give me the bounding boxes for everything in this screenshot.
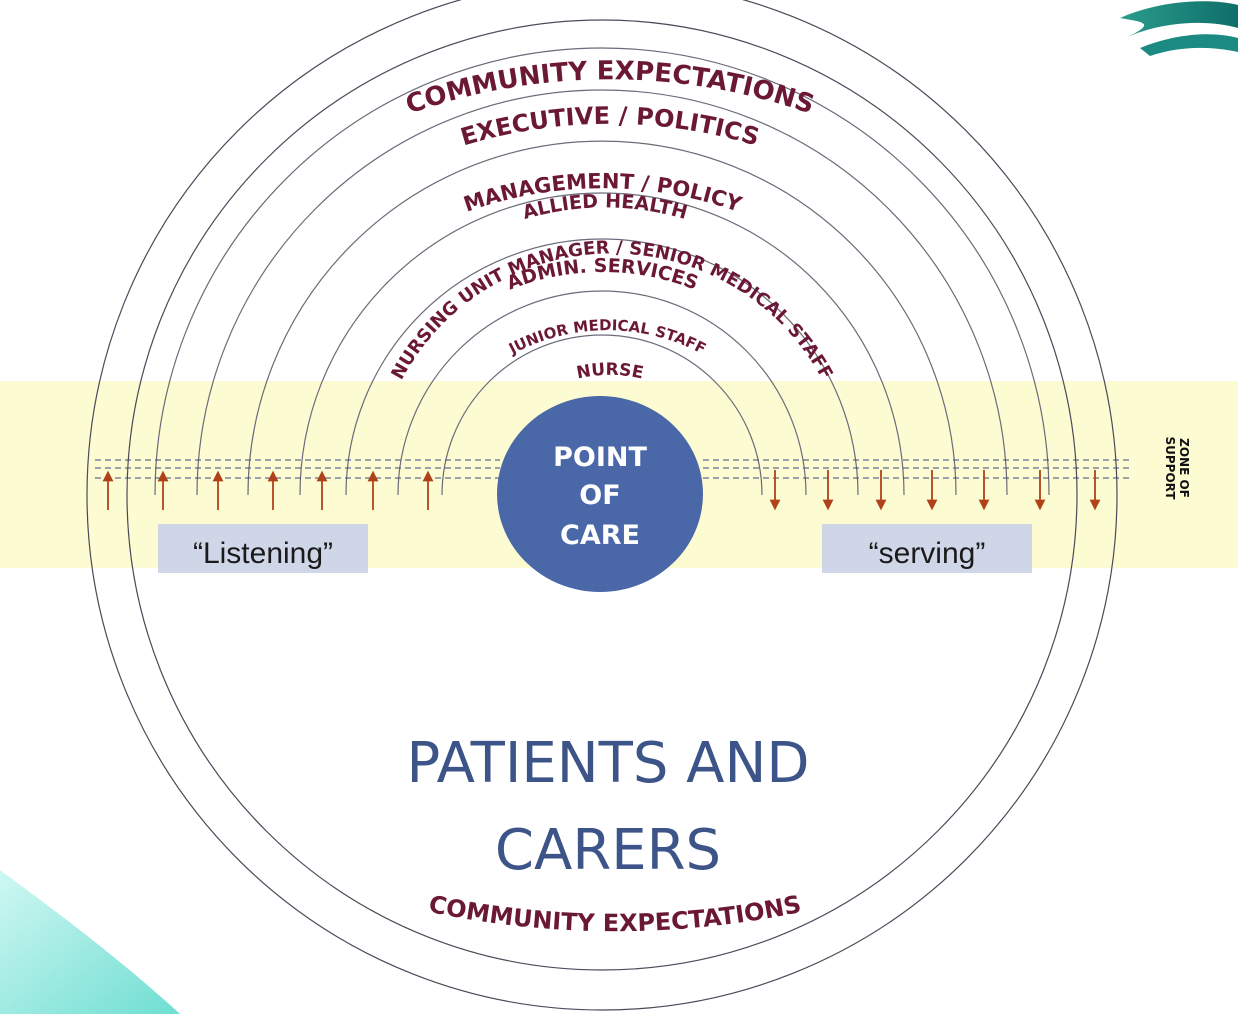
- logo-mark: [1120, 1, 1238, 39]
- ring-label-nurse: NURSE: [575, 360, 645, 384]
- zone-label-line-1: ZONE OF: [1177, 438, 1191, 498]
- zone-label-line-2: SUPPORT: [1163, 436, 1177, 500]
- listening-box: [158, 524, 368, 573]
- arc-junior: [397, 290, 807, 496]
- upper-arcs: [154, 47, 1050, 496]
- arc-allied: [247, 140, 957, 496]
- point-of-care-line-2: OF: [579, 480, 620, 511]
- patients-line-2: CARERS: [495, 818, 721, 883]
- point-of-care-line-1: POINT: [553, 442, 647, 473]
- arc-executive: [154, 47, 1050, 496]
- ring-label-bottom-community: COMMUNITY EXPECTATIONS: [426, 890, 803, 937]
- teal-swoosh-decoration: [0, 870, 180, 1014]
- patients-line-1: PATIENTS AND: [406, 731, 809, 796]
- serving-label: “serving”: [869, 537, 986, 570]
- arc-admin: [299, 192, 905, 496]
- serving-box: [822, 524, 1032, 573]
- ring-community-inner: [126, 19, 1078, 971]
- ring-label-junior: JUNIOR MEDICAL STAFF: [505, 316, 709, 358]
- logo-mark-lower: [1140, 34, 1238, 56]
- zone-of-support-label: ZONE OF SUPPORT: [1163, 436, 1191, 500]
- ring-label-community: COMMUNITY EXPECTATIONS: [402, 56, 818, 120]
- listening-label: “Listening”: [193, 537, 333, 570]
- listening-arrows: [102, 470, 434, 510]
- point-of-care-line-3: CARE: [560, 520, 640, 551]
- ring-community-outer: [86, 0, 1118, 1011]
- point-of-care-circle: [497, 396, 703, 592]
- arc-management: [196, 89, 1008, 496]
- ring-label-executive: EXECUTIVE / POLITICS: [457, 102, 762, 152]
- serving-arrows: [769, 470, 1101, 511]
- arc-num: [345, 238, 859, 496]
- arc-nurse: [441, 334, 763, 496]
